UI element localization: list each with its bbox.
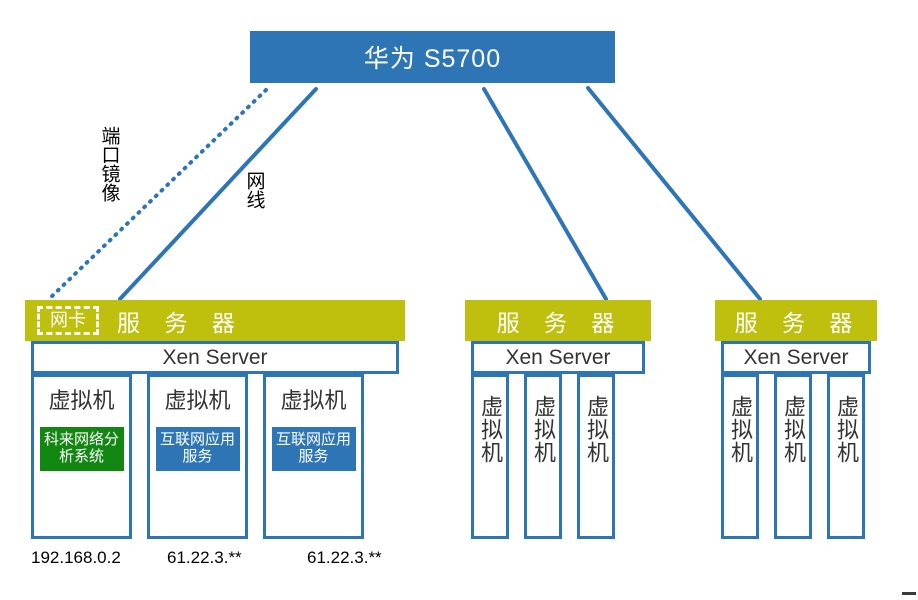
vm-app-internet-service: 互联网应用服务	[271, 427, 356, 471]
server-3-hypervisor: Xen Server	[721, 341, 871, 374]
server-3-vm-2[interactable]: 虚拟机	[774, 374, 812, 539]
server-1-vm-3[interactable]: 虚拟机 互联网应用服务	[263, 374, 364, 539]
server-3-vm-row: 虚拟机 虚拟机 虚拟机	[721, 374, 871, 539]
server-2-title: 服 务 器	[496, 309, 624, 336]
server-2-vm-2[interactable]: 虚拟机	[524, 374, 562, 539]
vm-label: 虚拟机	[531, 395, 556, 464]
corner-artifact-mark	[902, 592, 916, 595]
server-3[interactable]: 服 务 器 Xen Server 虚拟机 虚拟机 虚拟机	[715, 300, 877, 539]
server-2-vm-row: 虚拟机 虚拟机 虚拟机	[471, 374, 645, 539]
vm-label: 虚拟机	[478, 395, 503, 464]
server-1-vm-2[interactable]: 虚拟机 互联网应用服务	[147, 374, 248, 539]
vm-label: 虚拟机	[164, 388, 231, 413]
network-card-icon[interactable]: 网卡	[37, 306, 99, 335]
switch-label: 华为 S5700	[363, 45, 502, 73]
switch-to-server-2-link	[482, 87, 608, 301]
vm-label: 虚拟机	[48, 388, 115, 413]
vm-label: 虚拟机	[584, 395, 609, 464]
server-2-vm-3[interactable]: 虚拟机	[577, 374, 615, 539]
ip-label-vm-1: 192.168.0.2	[31, 548, 121, 567]
switch-to-server-3-link	[586, 86, 762, 301]
server-2-vm-1[interactable]: 虚拟机	[471, 374, 509, 539]
server-2-header: 服 务 器	[465, 300, 651, 341]
server-3-header: 服 务 器	[715, 300, 877, 341]
switch-node-huawei-s5700[interactable]: 华为 S5700	[250, 31, 615, 83]
server-1-title: 服 务 器	[117, 309, 244, 336]
vm-label: 虚拟机	[834, 395, 859, 464]
ip-label-vm-3: 61.22.3.**	[307, 548, 382, 567]
server-2-hypervisor: Xen Server	[471, 341, 645, 374]
vm-label: 虚拟机	[781, 395, 806, 464]
vm-app-internet-service: 互联网应用服务	[155, 427, 240, 471]
port-mirror-link	[46, 88, 268, 302]
server-3-vm-1[interactable]: 虚拟机	[721, 374, 759, 539]
server-1-header: 网卡 服 务 器	[25, 300, 405, 341]
server-1-vm-1[interactable]: 虚拟机 科来网络分析系统	[31, 374, 132, 539]
vm-label: 虚拟机	[728, 395, 753, 464]
server-1[interactable]: 网卡 服 务 器 Xen Server 虚拟机 科来网络分析系统 虚拟机 互联网…	[25, 300, 405, 539]
ip-label-vm-2: 61.22.3.**	[167, 548, 242, 567]
server-3-vm-3[interactable]: 虚拟机	[827, 374, 865, 539]
network-cable-link	[118, 87, 318, 301]
server-1-hypervisor: Xen Server	[31, 341, 399, 374]
network-cable-link-label: 网线	[243, 171, 265, 209]
server-3-title: 服 务 器	[734, 309, 862, 336]
server-1-vm-row: 虚拟机 科来网络分析系统 虚拟机 互联网应用服务 虚拟机 互联网应用服务	[31, 374, 399, 539]
vm-label: 虚拟机	[280, 388, 347, 413]
port-mirror-link-label: 端口镜像	[98, 126, 120, 202]
server-2[interactable]: 服 务 器 Xen Server 虚拟机 虚拟机 虚拟机	[465, 300, 651, 539]
vm-app-colasoft-analysis: 科来网络分析系统	[39, 427, 124, 471]
